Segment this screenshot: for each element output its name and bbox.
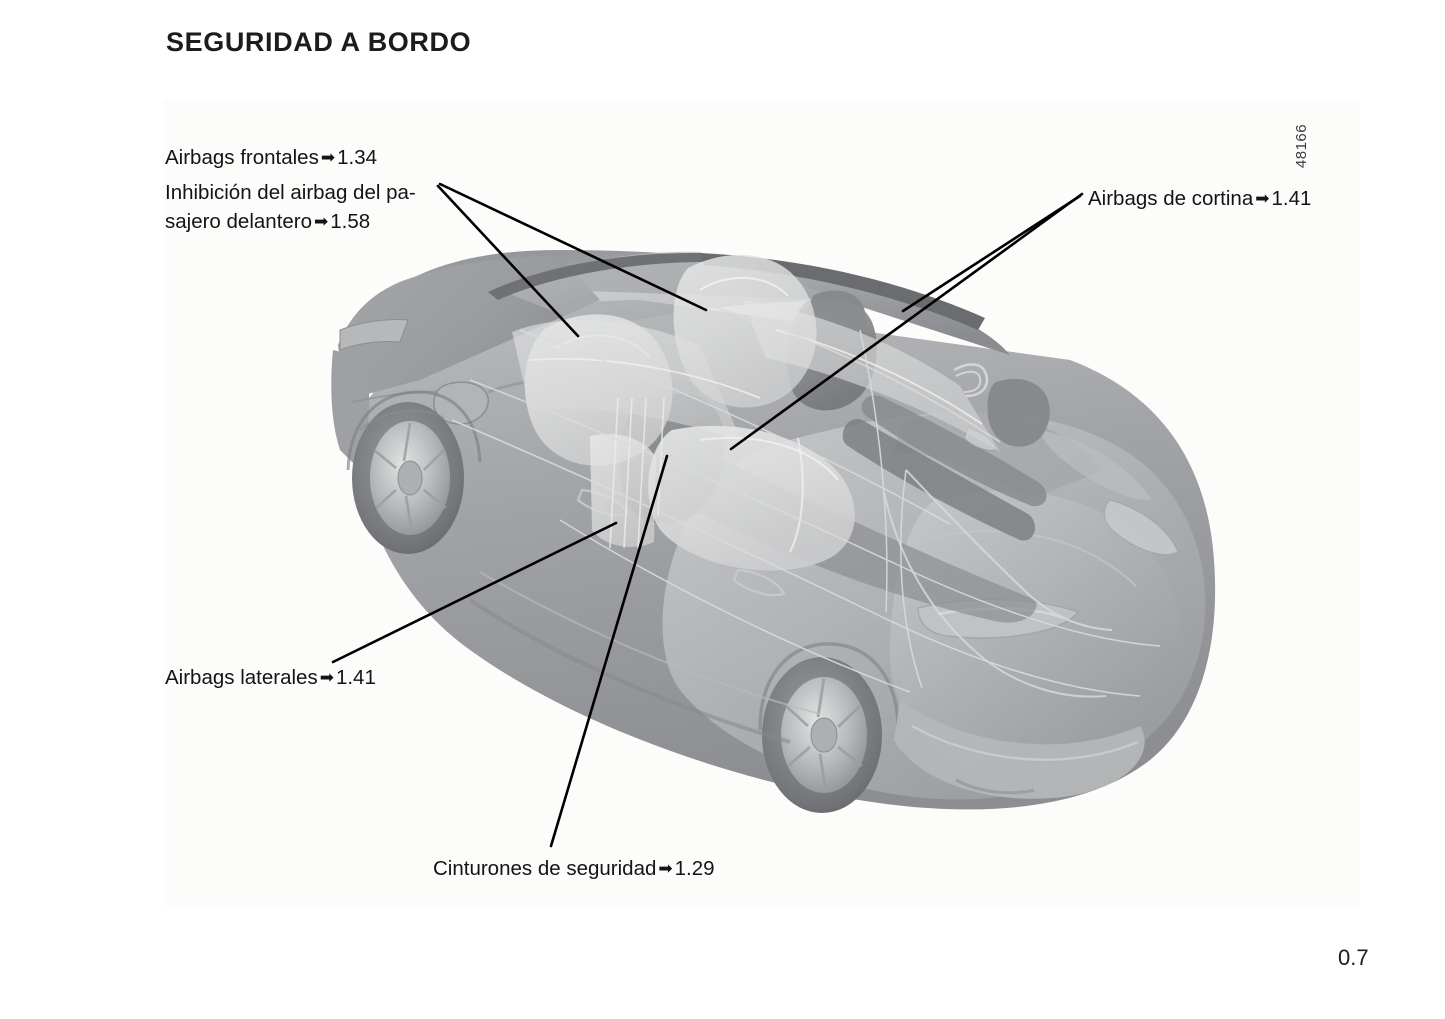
callout-page-ref: 1.58 <box>330 210 371 234</box>
callout-text: Airbags frontales <box>165 146 319 169</box>
arrow-right-icon: ➡ <box>1255 189 1270 209</box>
callout-page-ref: 1.34 <box>337 146 377 169</box>
callout-text: Cinturones de seguridad <box>433 857 657 880</box>
callout-text-line1: Inhibición del airbag del pa- <box>165 181 416 204</box>
figure-reference-code: 48166 <box>1293 100 1373 180</box>
callout-text: Airbags de cortina <box>1088 187 1254 210</box>
callout-airbags-de-cortina: Airbags de cortina➡1.41 <box>1088 184 1311 213</box>
figure-reference-text: 48166 <box>1293 123 1310 169</box>
callout-page-ref: 1.41 <box>1271 187 1312 210</box>
callout-text: Airbags laterales <box>165 666 318 689</box>
callout-page-ref: 1.29 <box>674 857 715 880</box>
arrow-right-icon: ➡ <box>658 859 673 879</box>
callout-airbags-frontales: Airbags frontales➡1.34 <box>165 143 377 172</box>
callout-inhibicion-airbag-pasajero: Inhibición del airbag del pa- sajero del… <box>165 178 433 236</box>
callout-cinturones-de-seguridad: Cinturones de seguridad➡1.29 <box>433 854 715 883</box>
page-title: SEGURIDAD A BORDO <box>166 27 472 57</box>
callout-airbags-laterales: Airbags laterales➡1.41 <box>165 663 376 692</box>
arrow-right-icon: ➡ <box>314 212 329 233</box>
arrow-right-icon: ➡ <box>319 668 334 688</box>
callout-page-ref: 1.41 <box>335 666 376 689</box>
page-number: 0.7 <box>1338 945 1369 970</box>
callout-text-line2: sajero delantero <box>165 210 313 234</box>
arrow-right-icon: ➡ <box>320 148 336 168</box>
